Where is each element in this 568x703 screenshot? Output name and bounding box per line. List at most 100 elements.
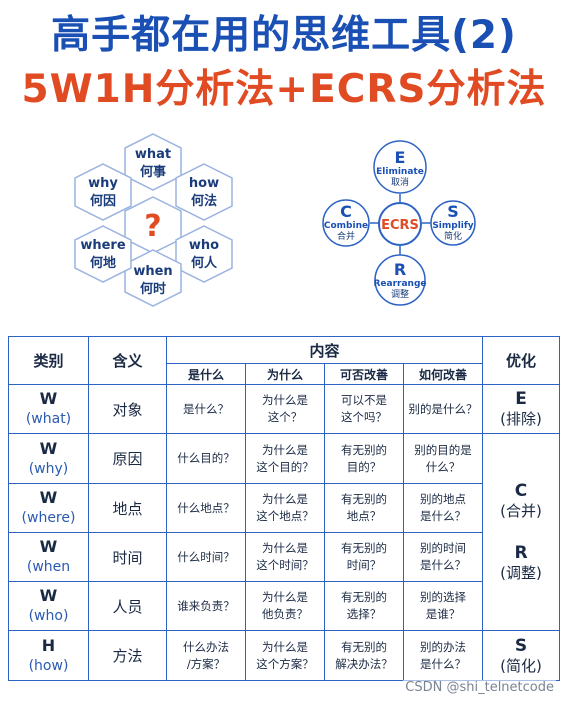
category-letter: W (39, 586, 58, 605)
cell-why: 为什么是这个地点？ (245, 483, 325, 533)
cell-line: 为什么是 (262, 590, 308, 604)
cell-why: 为什么是这个？ (245, 384, 325, 434)
cell-line: 有无别的 (341, 492, 387, 506)
cell-improve-possible: 有无别的解决办法？ (324, 630, 404, 681)
hexagon-how-cn: 何法 (191, 193, 217, 209)
category-en: (when (26, 559, 71, 575)
cell-line: 为什么是 (262, 442, 308, 457)
cell-improve-possible: 有无别的地点？ (324, 483, 404, 533)
cell-line: 这个时间？ (256, 558, 314, 572)
cell-line: 是什么？ (420, 558, 466, 572)
hexagon-where: where 何地 (74, 225, 132, 283)
cell-line: 这个地点？ (256, 509, 314, 523)
category-cell: H(how) (8, 630, 89, 681)
cell-how-improve: 别的选择是谁？ (402, 581, 484, 631)
ecrs-c-letter: C (340, 202, 352, 221)
cell-line: 这个？ (267, 410, 303, 424)
cell-line: 为什么是 (262, 492, 308, 506)
cell-line: 什么办法 (183, 639, 229, 654)
table-row: W (who) 人员 谁来负责？ 为什么是他负责？ 有无别的选择？ 别的选择是谁？ (8, 581, 560, 631)
category-cell: W(why) (8, 433, 89, 484)
ecrs-combine: C Combine 合并 (322, 199, 370, 247)
cell-line: 是谁？ (425, 607, 461, 621)
opt-letter: R (514, 543, 528, 563)
category-en: (what) (25, 411, 72, 427)
cell-line: 解决办法？ (335, 656, 393, 671)
category-cell: W (what) (8, 384, 89, 434)
hexagon-what-en: what (135, 147, 171, 162)
opt-letter: S (514, 635, 528, 656)
optimization-combine-rearrange: C (合并) R (调整) (482, 433, 561, 631)
cell-how-improve: 别的地点是什么？ (402, 483, 484, 533)
category-en: (who) (28, 608, 69, 624)
cell-line: 这个目的？ (256, 459, 314, 474)
cell-line: 为什么是 (262, 541, 308, 555)
opt-cn: (调整) (500, 564, 542, 582)
question-mark-icon: ? (144, 209, 161, 244)
ecrs-e-letter: E (395, 148, 406, 167)
cell-line: 时间？ (346, 558, 382, 572)
cell-line: 别的时间 (420, 541, 466, 555)
hexagon-cluster: ? what 何事 how 何法 who 何人 when 何时 where 何地 (74, 133, 233, 307)
ecrs-simplify: S Simplify 简化 (430, 200, 476, 246)
hexagon-what-cn: 何事 (140, 164, 166, 180)
table-row: W(why) 原因 什么目的？ 为什么是这个目的？ 有无别的目的？ 别的目的是什… (8, 433, 561, 631)
cell-what: 谁来负责？ (166, 581, 246, 631)
hexagon-when-en: when (133, 264, 172, 279)
cell-how-improve: 别的办法是什么？ (402, 630, 484, 681)
opt-cn: (排除) (500, 410, 542, 428)
page-subtitle: 5W1H分析法+ECRS分析法 (21, 67, 547, 112)
cell-line: 别的是什么？ (408, 401, 478, 416)
hexagon-who: who 何人 (175, 225, 233, 283)
optimization-simplify: S(简化) (482, 630, 561, 681)
meaning-cell: 人员 (88, 581, 167, 631)
table-row: W(where) 地点 什么地点？ 为什么是这个地点？ 有无别的地点？ 别的地点… (8, 483, 560, 533)
table-row: H(how) 方法 什么办法/方案？ 为什么是这个方案？ 有无别的解决办法？ 别… (8, 630, 561, 681)
cell-line: 这个吗？ (341, 410, 387, 424)
subheader-improve-possible: 可否改善 (324, 363, 404, 385)
cell-improve-possible: 有无别的时间？ (324, 532, 404, 582)
ecrs-e-cn: 取消 (391, 176, 409, 188)
meaning-cell: 方法 (88, 630, 167, 681)
subheader-how-improve: 如何改善 (402, 363, 484, 385)
cell-line: 为什么是 (262, 393, 308, 407)
ecrs-c-cn: 合并 (337, 230, 355, 242)
cell-improve-possible: 有无别的选择？ (324, 581, 404, 631)
cell-improve-possible: 可以不是这个吗？ (324, 384, 404, 434)
table-row: W(what) 对象 是什么？ 为什么是这个？ 可以不是这个吗？ 别的是什么？ … (8, 384, 561, 434)
optimization-eliminate: E(排除) (482, 384, 561, 434)
analysis-table: 类别 含义 内容 优化 是什么 为什么 可否改善 如何改善 W(what) 对象… (8, 336, 561, 681)
page-title: 高手都在用的思维工具(2) (51, 13, 517, 58)
ecrs-r-en: Rearrange (373, 279, 426, 289)
category-cell: W (where) (8, 483, 89, 533)
header-optimization: 优化 (482, 336, 561, 385)
hexagon-why: why 何因 (74, 163, 132, 221)
table-row: W(when 时间 什么时间？ 为什么是这个时间？ 有无别的时间？ 别的时间是什… (8, 532, 560, 582)
cell-line: 目的？ (346, 459, 382, 474)
diagram-area: ? what 何事 how 何法 who 何人 when 何时 where 何地 (74, 133, 476, 307)
cell-why: 为什么是这个时间？ (245, 532, 325, 582)
cell-what: 什么目的？ (166, 433, 246, 484)
hexagon-who-en: who (189, 238, 219, 253)
cell-what: 什么办法/方案？ (166, 630, 246, 681)
ecrs-e-en: Eliminate (376, 167, 424, 177)
meaning-cell: 时间 (88, 532, 167, 582)
hexagon-how: how 何法 (175, 163, 233, 221)
cell-why: 为什么是他负责？ (245, 581, 325, 631)
category-en: (why) (28, 460, 69, 477)
opt-cn: (简化) (500, 656, 542, 675)
category-letter: W (39, 389, 58, 408)
cell-line: 有无别的 (341, 639, 387, 654)
hexagon-when: when 何时 (124, 249, 182, 307)
ecrs-rearrange: R Rearrange 调整 (373, 254, 427, 306)
category-letter: W (39, 488, 58, 507)
category-en: (where) (21, 510, 76, 526)
hexagon-where-en: where (80, 238, 125, 253)
cell-how-improve: 别的时间是什么？ (402, 532, 484, 582)
opt-letter: E (515, 389, 527, 409)
ecrs-s-cn: 简化 (444, 230, 462, 242)
cell-line: 什么？ (425, 459, 461, 474)
cell-what: 是什么？ (166, 384, 246, 434)
meaning-cell: 原因 (88, 433, 167, 484)
header-meaning: 含义 (88, 336, 167, 385)
